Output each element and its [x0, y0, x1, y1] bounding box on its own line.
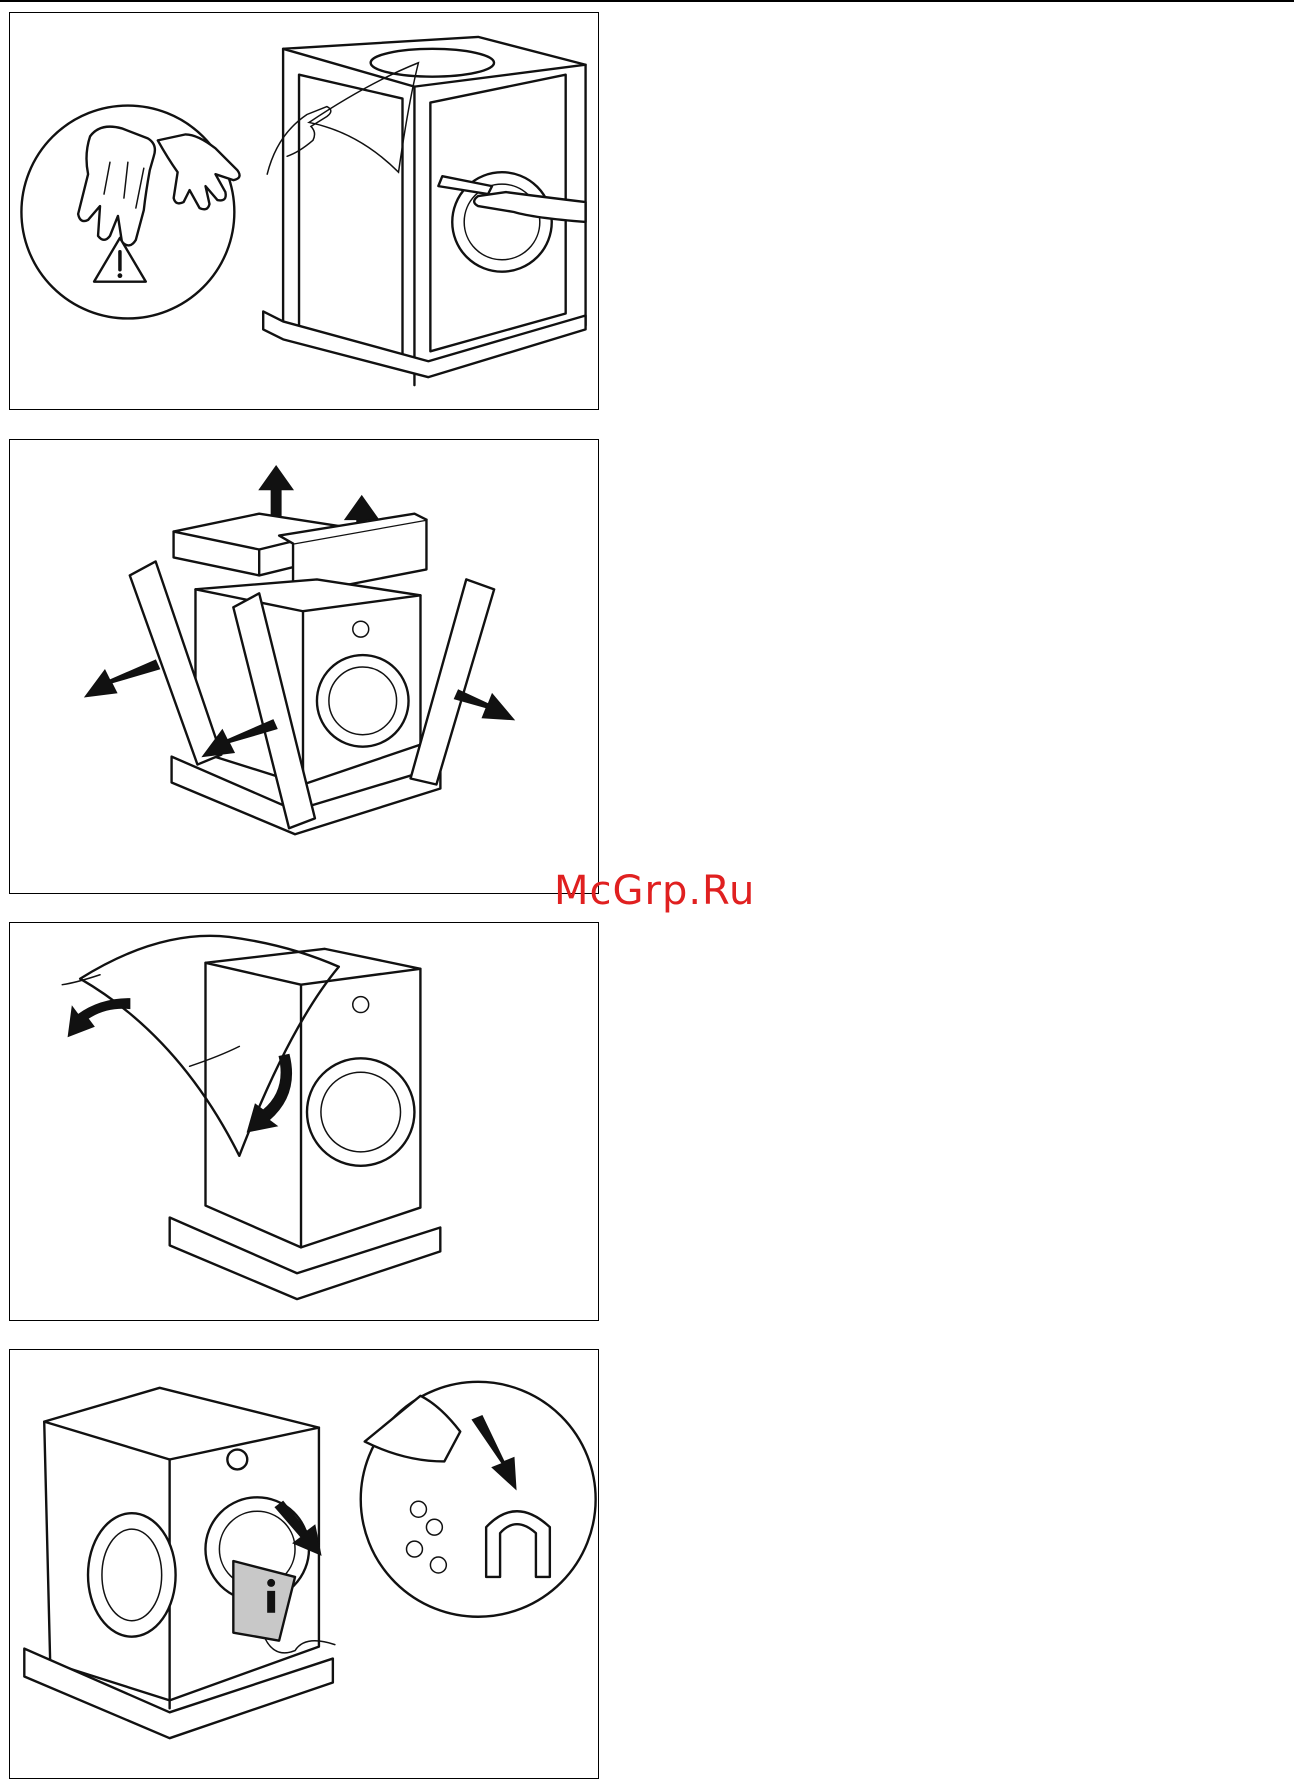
figure-cut-packaging: [9, 12, 599, 410]
figure-remove-foil: [9, 922, 599, 1321]
figure-remove-packaging-drawing: [10, 440, 598, 893]
gloves-callout: [21, 106, 239, 319]
arrow-right-icon: [454, 690, 514, 720]
figure-accessory-bag-drawing: [10, 1350, 598, 1778]
info-icon: [267, 1579, 275, 1613]
figure-accessory-bag: [9, 1349, 599, 1779]
figure-remove-foil-drawing: [10, 923, 598, 1320]
top-rule: [0, 0, 1294, 2]
figure-remove-packaging: [9, 439, 599, 894]
watermark-text: McGrp.Ru: [554, 868, 755, 914]
figure-cut-packaging-drawing: [10, 13, 598, 409]
